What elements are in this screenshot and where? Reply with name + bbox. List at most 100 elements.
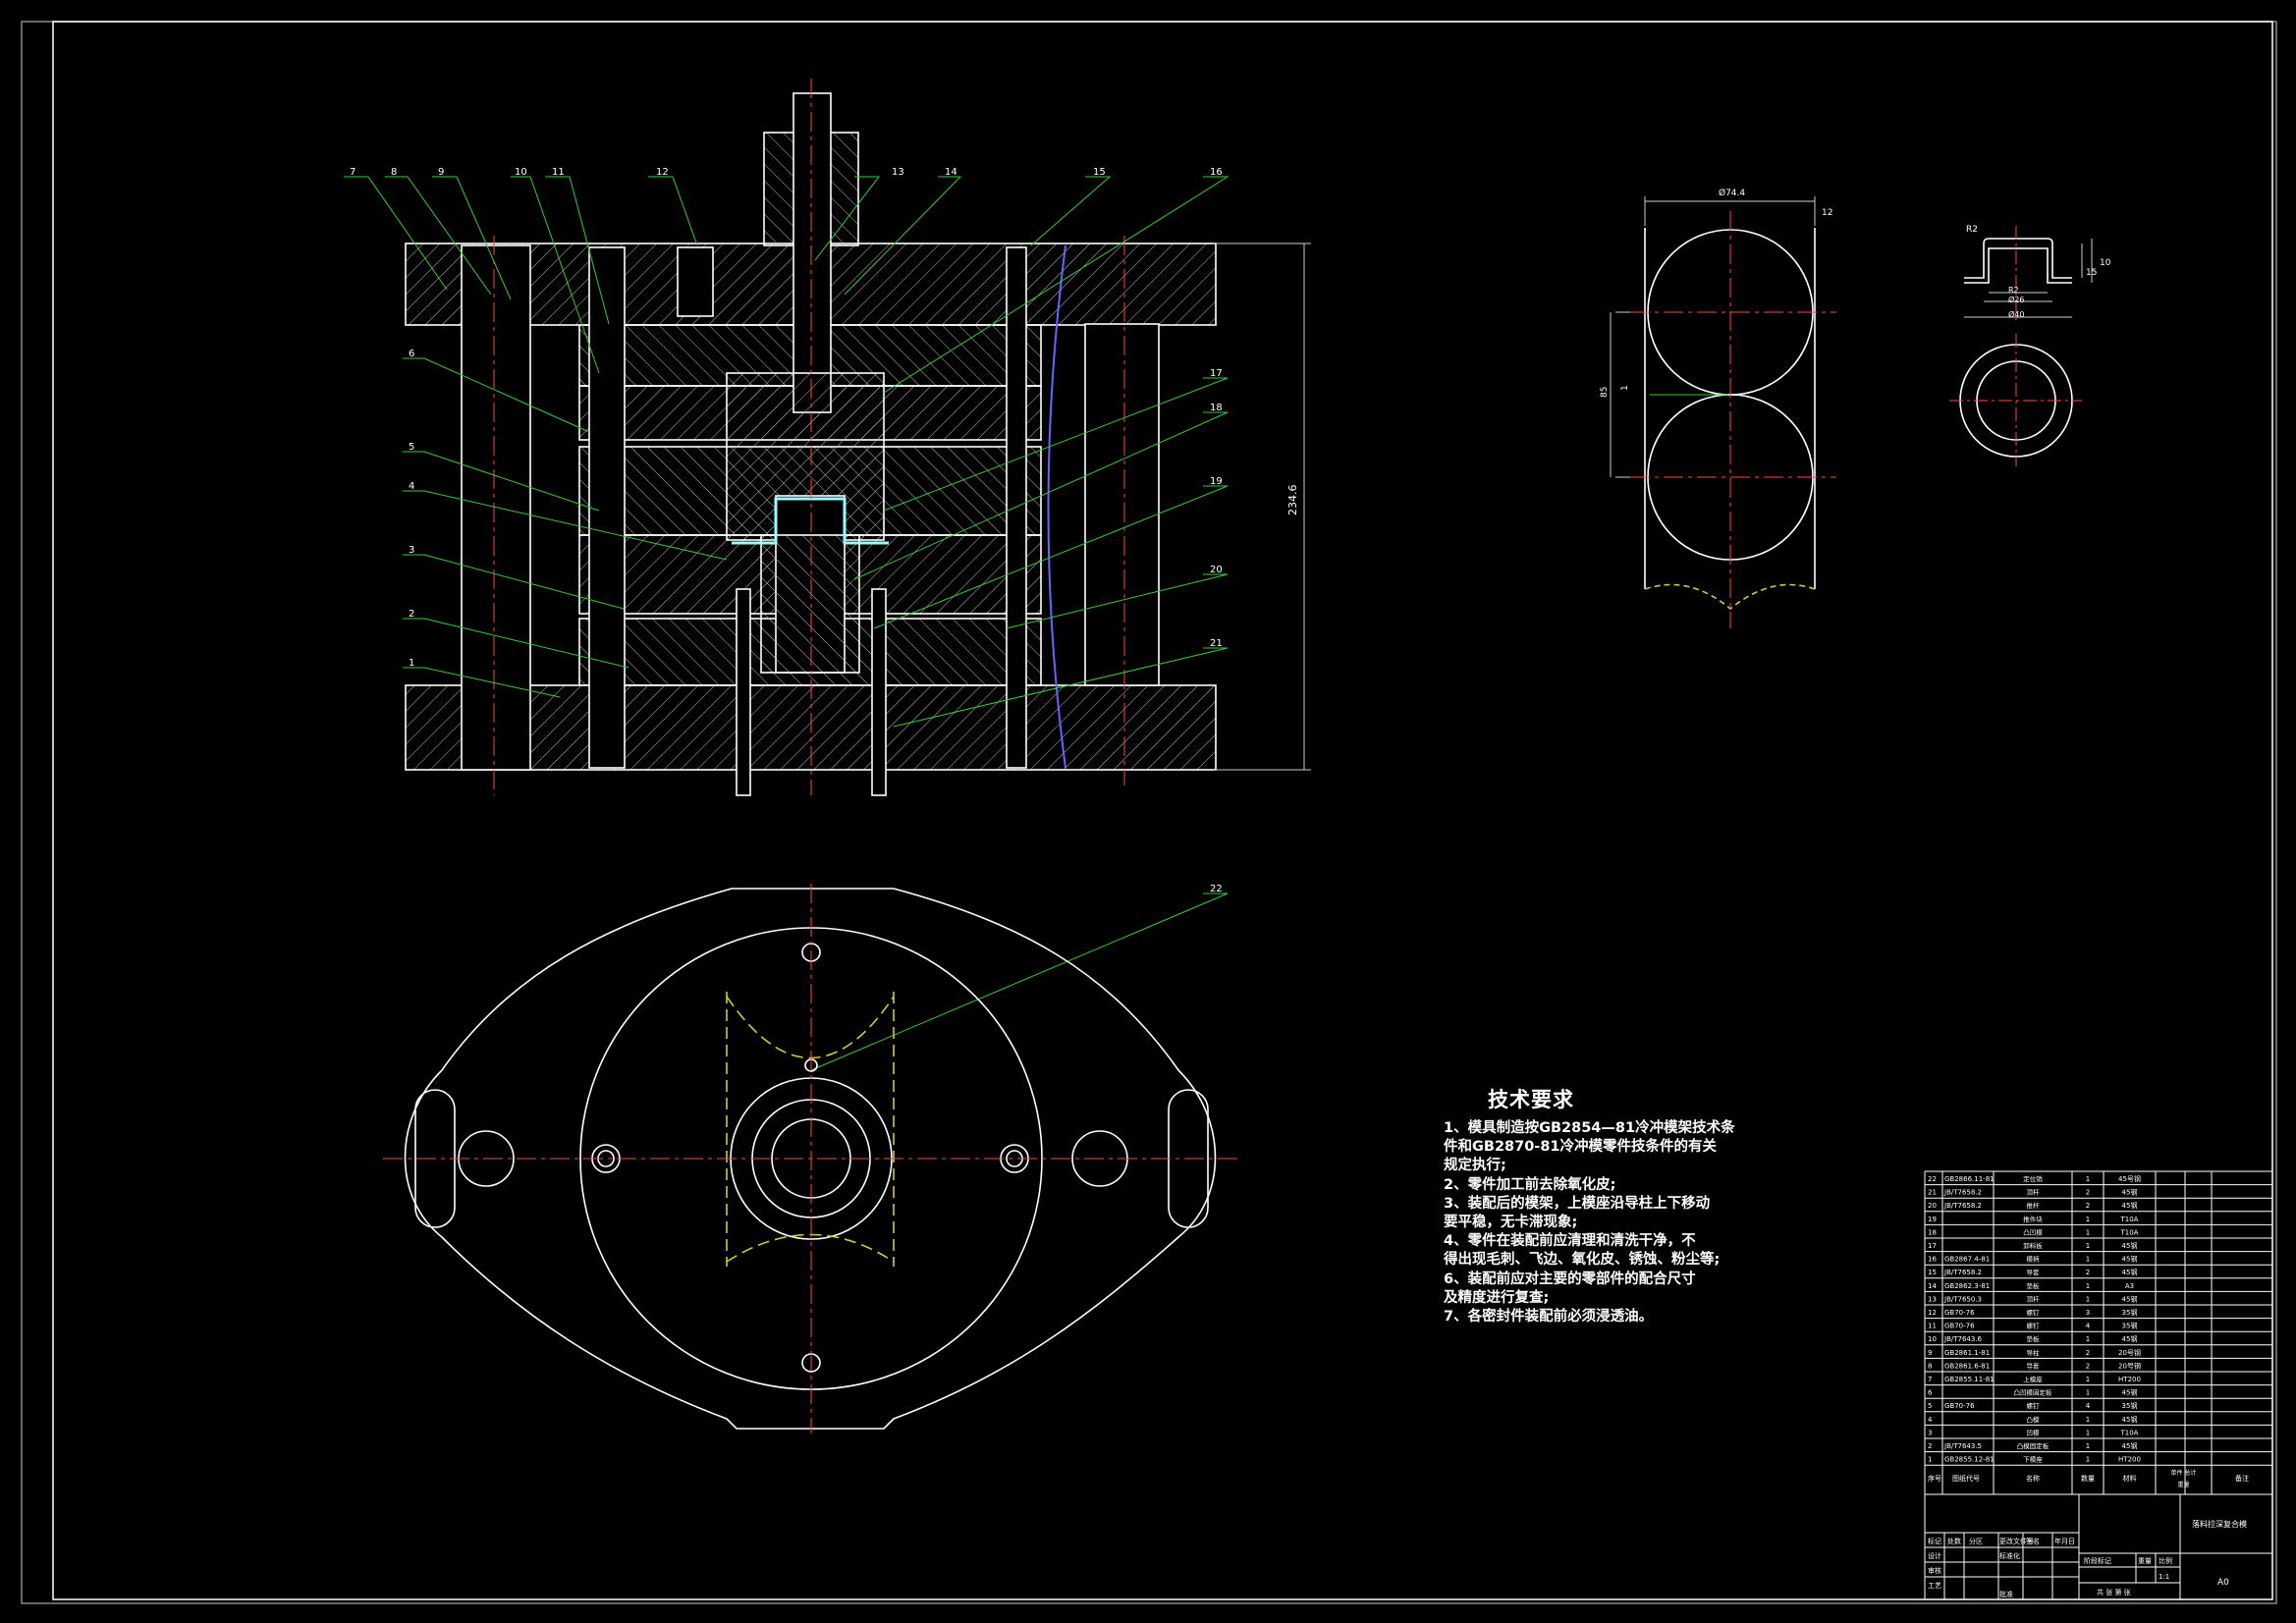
tech-note-line-2: 件和GB2870-81冷冲模零件技条件的有关 <box>1444 1139 1718 1156</box>
title-block-text: 标记 设计 审核 工艺 处数 分区 更改文件号 签名 年月日 标准化 批准 阶段… <box>1928 1519 2247 1598</box>
bom-qty-15: 2 <box>2086 1269 2090 1276</box>
balloon-18: 18 <box>1210 403 1223 413</box>
sheet-size: A0 <box>2217 1578 2229 1588</box>
bom-header-qty: 数量 <box>2081 1474 2095 1483</box>
bom-mat-4: 45钢 <box>2122 1415 2138 1424</box>
bom-qty-14: 1 <box>2086 1282 2090 1290</box>
tech-note-line-9: 6、装配前应对主要的零部件的配合尺寸 <box>1444 1271 1696 1287</box>
bom-mat-21: 45钢 <box>2122 1188 2138 1197</box>
bom-qty-17: 1 <box>2086 1242 2090 1250</box>
bom-no-11: 11 <box>1928 1323 1937 1330</box>
bom-name-11: 螺钉 <box>2027 1322 2041 1330</box>
ejector-block <box>760 534 860 674</box>
bom-name-10: 垫板 <box>2027 1334 2041 1343</box>
bom-no-12: 12 <box>1928 1309 1937 1317</box>
bom-qty-22: 1 <box>2086 1175 2090 1183</box>
title-block <box>1924 1493 2273 1600</box>
balloon-3: 3 <box>409 545 414 556</box>
title-row-design: 设计 <box>1928 1551 1941 1560</box>
bom-name-4: 凸模 <box>2027 1415 2041 1424</box>
bom-name-18: 凸凹模 <box>2023 1227 2043 1236</box>
balloon-13: 13 <box>892 167 904 178</box>
screw-top <box>677 246 714 317</box>
tech-note-line-8: 得出现毛刺、飞边、氧化皮、锈蚀、粉尘等; <box>1444 1252 1721 1269</box>
bom-code-1: GB2855.12-81 <box>1944 1456 1995 1464</box>
part-profile <box>1964 238 2072 279</box>
bom-qty-4: 1 <box>2086 1416 2090 1424</box>
title-row-process: 工艺 <box>1928 1582 1941 1590</box>
bom-qty-7: 1 <box>2086 1376 2090 1383</box>
bom-no-1: 1 <box>1928 1456 1932 1464</box>
pitch-dim: 85 <box>1600 387 1610 398</box>
balloon-5: 5 <box>409 442 414 453</box>
bom-name-9: 导柱 <box>2027 1348 2041 1357</box>
part-drawing <box>1949 226 2093 466</box>
part-radius-dim: R2 <box>1966 225 1978 235</box>
bom-mat-15: 45钢 <box>2122 1268 2138 1276</box>
bom-qty-8: 2 <box>2086 1362 2090 1370</box>
strip-layout <box>1610 196 1836 628</box>
balloon-14: 14 <box>945 167 957 178</box>
bom-header-name: 名称 <box>2026 1474 2040 1483</box>
title-ratio: 比例 <box>2159 1556 2172 1565</box>
guide-post-right <box>1084 323 1160 686</box>
bom-qty-1: 1 <box>2086 1456 2090 1464</box>
bom-code-8: GB2861.6-81 <box>1944 1362 1990 1370</box>
balloon-4: 4 <box>409 481 414 492</box>
bom-no-5: 5 <box>1928 1402 1932 1410</box>
bom-mat-5: 35钢 <box>2122 1401 2138 1410</box>
bom-name-22: 定位销 <box>2023 1174 2043 1183</box>
strip-width-dim: Ø74.4 <box>1719 188 1745 198</box>
title-col-date: 年月日 <box>2054 1537 2075 1545</box>
strip-gap-dim: 12 <box>1822 208 1832 218</box>
workpiece-section <box>732 497 889 545</box>
bom-header-no: 序号 <box>1928 1474 1941 1483</box>
bom-mat-3: T10A <box>2120 1429 2139 1436</box>
leader-lines <box>344 176 1230 1071</box>
bom-name-20: 推杆 <box>2027 1201 2041 1210</box>
balloon-16: 16 <box>1210 167 1223 178</box>
bom-code-20: JB/T7658.2 <box>1943 1202 1982 1210</box>
bom-code-22: GB2866.11-81 <box>1944 1175 1995 1183</box>
bom-mat-1: HT200 <box>2118 1456 2141 1464</box>
lower-seat-outline <box>404 888 1217 1430</box>
push-rod-right <box>871 588 887 796</box>
bom-qty-19: 1 <box>2086 1216 2090 1223</box>
screw-left <box>588 246 626 769</box>
bom-mat-11: 35钢 <box>2122 1322 2138 1330</box>
tech-note-line-3: 规定执行; <box>1444 1158 1506 1174</box>
margin-dim: 1 <box>1620 385 1630 391</box>
bom-name-8: 导套 <box>2027 1361 2041 1370</box>
push-rod-left <box>736 588 751 796</box>
bom-name-12: 螺钉 <box>2027 1308 2041 1317</box>
bom-no-21: 21 <box>1928 1189 1937 1197</box>
bom-code-16: GB2867.4-81 <box>1944 1256 1990 1264</box>
bom-name-1: 下模座 <box>2023 1455 2043 1464</box>
balloon-20: 20 <box>1210 565 1223 575</box>
title-weight: 重量 <box>2138 1557 2152 1565</box>
bom-qty-21: 2 <box>2086 1189 2090 1197</box>
bom-qty-13: 1 <box>2086 1295 2090 1303</box>
bom-name-5: 螺钉 <box>2027 1401 2041 1410</box>
bom-no-17: 17 <box>1928 1242 1937 1250</box>
bom-qty-2: 1 <box>2086 1442 2090 1450</box>
sheet-inner-border <box>52 21 2273 1600</box>
bom-header-weight: 单件 总计 <box>2171 1469 2197 1477</box>
bom-mat-2: 45钢 <box>2122 1441 2138 1450</box>
bom-qty-16: 1 <box>2086 1256 2090 1264</box>
balloon-21: 21 <box>1210 638 1223 649</box>
title-approve: 批准 <box>1999 1590 2013 1598</box>
balloon-19: 19 <box>1210 476 1223 487</box>
bom-qty-11: 4 <box>2086 1323 2091 1330</box>
bom-mat-6: 45钢 <box>2122 1388 2138 1397</box>
bom-no-15: 15 <box>1928 1269 1937 1276</box>
bom-qty-5: 4 <box>2086 1402 2091 1410</box>
bom-name-13: 顶杆 <box>2027 1294 2041 1303</box>
title-std: 标准化 <box>1999 1551 2020 1560</box>
bom-no-4: 4 <box>1928 1416 1933 1424</box>
balloon-numbers: 1 2 3 4 5 6 7 8 9 10 11 12 13 14 15 16 1… <box>350 167 1223 894</box>
title-col-sign: 签名 <box>2026 1537 2040 1545</box>
bom-no-14: 14 <box>1928 1282 1937 1290</box>
bom-qty-3: 1 <box>2086 1429 2090 1436</box>
